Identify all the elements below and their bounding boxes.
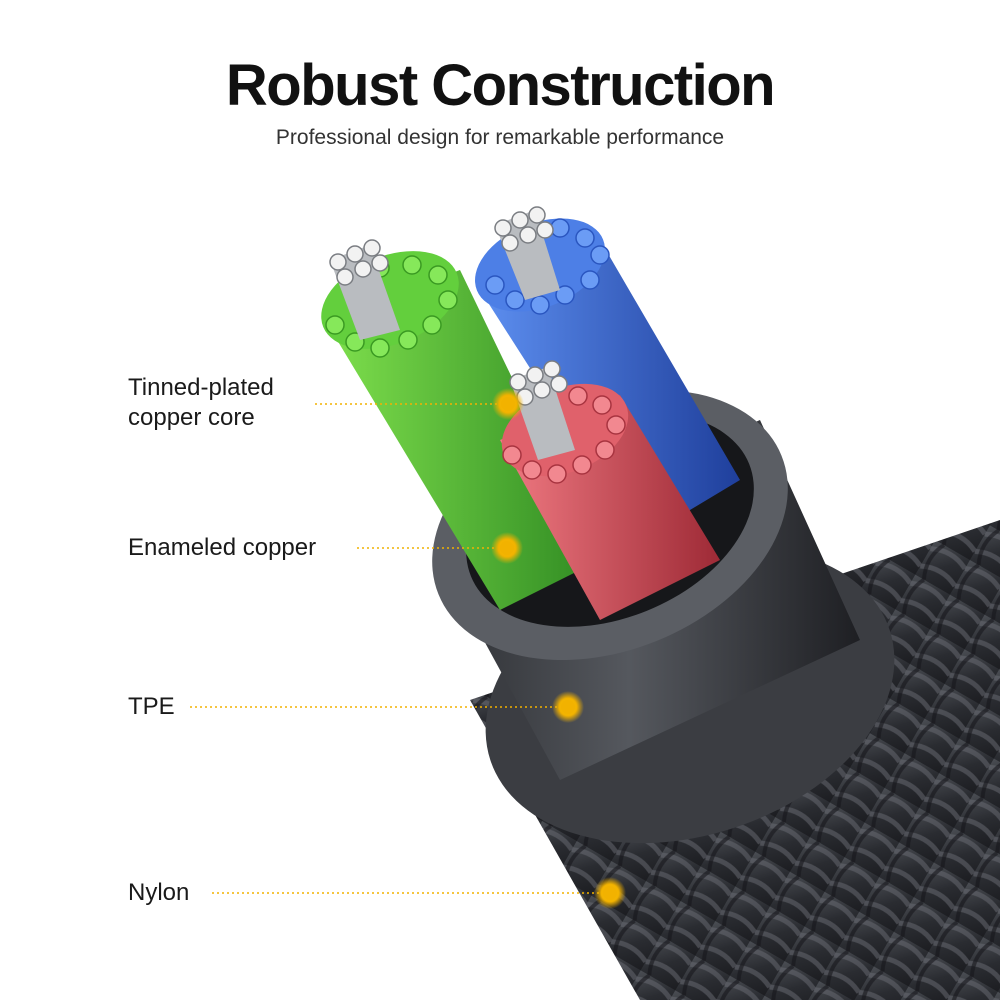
callout-enameled-copper: Enameled copper xyxy=(128,533,316,563)
page-title: Robust Construction xyxy=(225,53,776,118)
callout-label-line1: Tinned-plated xyxy=(128,374,274,401)
page-subtitle: Professional design for remarkable perfo… xyxy=(275,126,725,149)
callout-leaders xyxy=(190,403,600,894)
callout-label: Nylon xyxy=(128,879,190,906)
green-wire-bundle xyxy=(321,239,600,610)
callout-tinned-copper-core: Tinned-plated copper core xyxy=(128,373,274,433)
red-wire-bundle xyxy=(500,360,720,620)
callout-label-line2: copper core xyxy=(128,404,255,431)
callout-label: TPE xyxy=(128,693,175,720)
callout-markers xyxy=(491,388,626,909)
callout-label: Enameled copper xyxy=(128,534,317,561)
callout-tpe: TPE xyxy=(128,692,175,722)
callout-nylon: Nylon xyxy=(128,878,189,908)
